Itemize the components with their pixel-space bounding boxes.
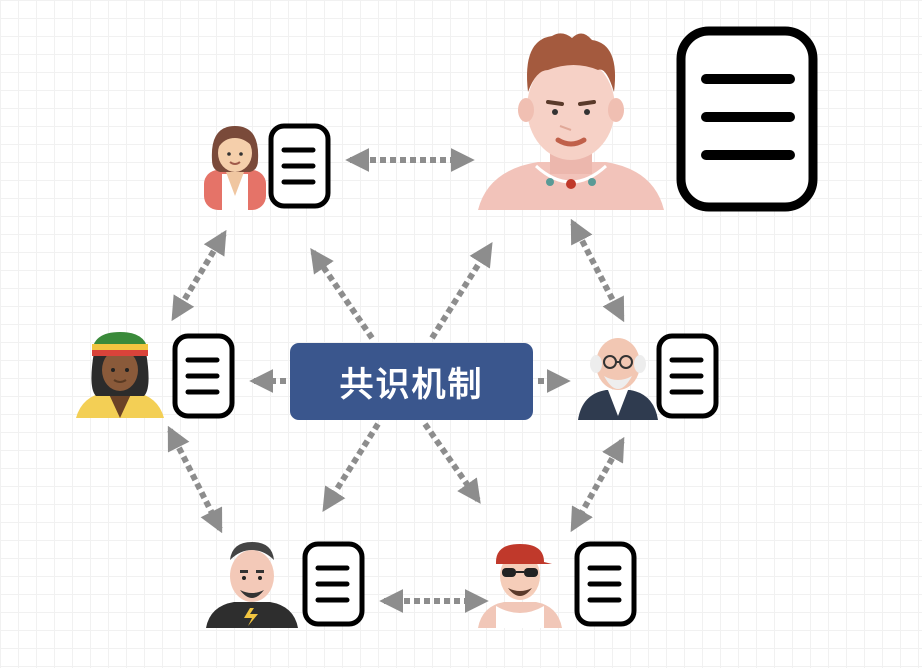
ledger-document-icon (659, 336, 716, 416)
old-man-avatar-icon (578, 338, 658, 420)
arrow-woman-rasta (171, 229, 227, 322)
connections (167, 148, 625, 613)
ledger-document-icon (271, 126, 328, 206)
young-man-avatar-icon (478, 33, 664, 210)
arrow-rasta-baldman (167, 425, 223, 534)
ledger-document-icon (676, 26, 818, 212)
consensus-mechanism-label: 共识机制 (339, 365, 484, 405)
consensus-mechanism-box: 共识机制 (290, 343, 533, 420)
arrow-center-baldman (322, 422, 381, 513)
woman-avatar-icon (204, 126, 266, 210)
arrow-center-woman (310, 248, 375, 340)
ledger-document-icon (577, 544, 634, 624)
arrow-center-youngman (429, 241, 493, 340)
arrow-youngman-oldman (570, 218, 625, 323)
cap-man-avatar-icon (478, 544, 562, 628)
arrow-center-capman (422, 422, 481, 504)
ledger-document-icon (305, 544, 362, 624)
ledger-document-icon (175, 336, 232, 416)
bald-man-avatar-icon (206, 542, 298, 628)
rasta-man-avatar-icon (76, 332, 164, 418)
arrow-oldman-capman (570, 436, 625, 533)
